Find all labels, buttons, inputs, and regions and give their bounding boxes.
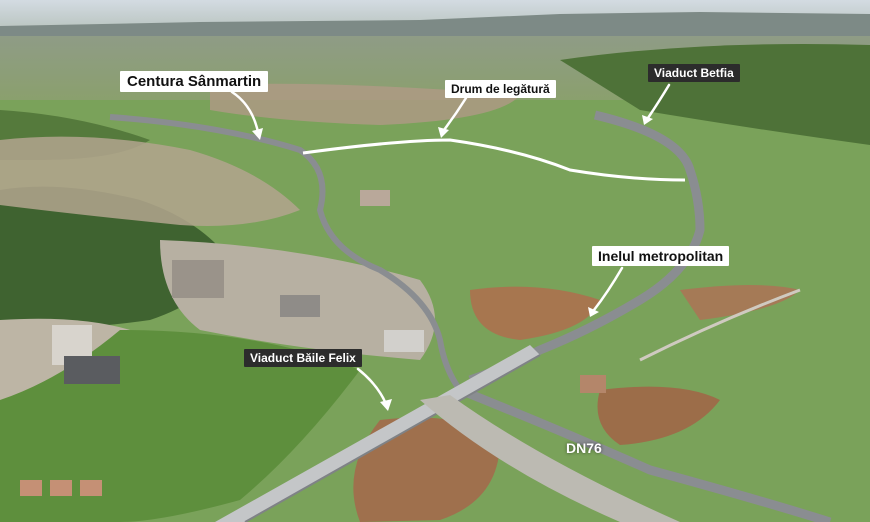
building-4: [280, 295, 320, 317]
label-inelul-metropolitan: Inelul metropolitan: [592, 246, 730, 266]
viaduct-edge: [244, 354, 541, 522]
town-left: [0, 136, 300, 226]
label-viaduct-baile-felix: Viaduct Băile Felix: [244, 349, 362, 367]
earthworks-3: [353, 417, 500, 522]
service-road: [420, 395, 680, 522]
house-2: [50, 480, 72, 496]
label-dn76: DN76: [566, 440, 602, 456]
link-road-route: [302, 138, 686, 182]
label-viaduct-betfia: Viaduct Betfia: [648, 64, 740, 82]
dn76-road: [458, 385, 832, 522]
building-5: [384, 330, 424, 352]
house-1: [20, 480, 42, 496]
centura-road: [109, 114, 463, 392]
building-1: [172, 260, 224, 298]
earthworks-4: [680, 285, 800, 320]
town-far: [210, 83, 520, 125]
label-centura-sanmartin: Centura Sânmartin: [120, 71, 269, 92]
viaduct-deck: [215, 345, 540, 522]
forest-hill-right: [560, 44, 870, 145]
building-7: [580, 375, 606, 393]
farm-track: [639, 288, 801, 362]
building-3: [64, 356, 120, 384]
earthworks-2: [597, 386, 720, 445]
label-drum-de-legatura: Drum de legătură: [445, 80, 556, 98]
earthworks-1: [470, 286, 600, 340]
building-6: [360, 190, 390, 206]
distant-hills: [0, 12, 870, 40]
ring-road: [468, 110, 705, 385]
house-3: [80, 480, 102, 496]
